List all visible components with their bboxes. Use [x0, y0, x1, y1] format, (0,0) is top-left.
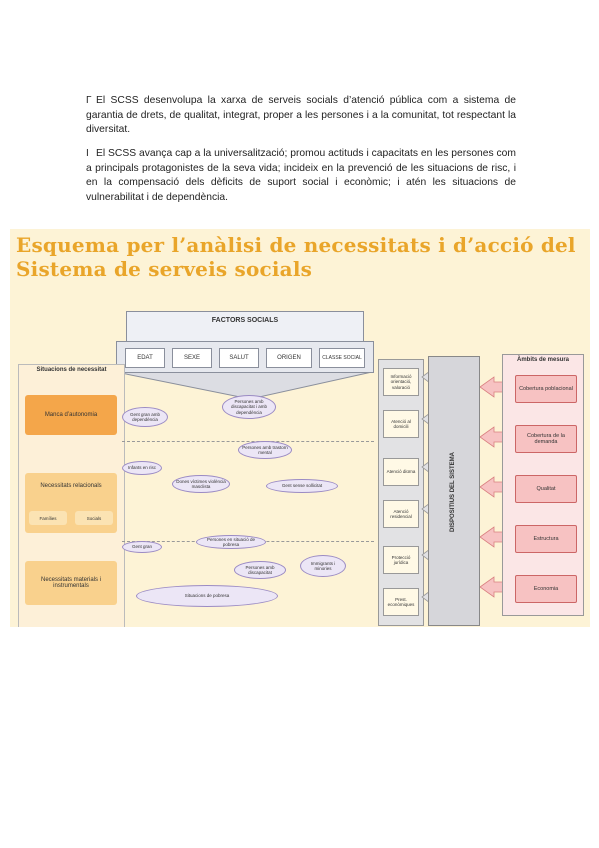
needs-column-title: Situacions de necessitat: [36, 367, 107, 373]
measure-quality: Qualitat: [515, 475, 577, 503]
bullet-marker: Ι: [86, 148, 89, 159]
needs-analysis-diagram: Esquema per l’anàlisi de necessitats i d…: [10, 229, 590, 627]
factor-origin: ORIGEN: [266, 348, 312, 368]
needs-column: Situacions de necessitat Manca d’autonom…: [18, 364, 125, 627]
pill-gender-violence: Dones víctimes violència masclista: [172, 475, 230, 493]
pill-elderly-dependency: Gent gran amb dependència: [122, 407, 168, 427]
measurement-column: Àmbits de mesura Cobertura poblacional C…: [502, 354, 584, 616]
pill-mental-disorder: Persones amb trastorn mental: [238, 441, 292, 459]
measurement-title: Àmbits de mesura: [516, 357, 570, 363]
measure-structure: Estructura: [515, 525, 577, 553]
measure-demand-coverage: Cobertura de la demanda: [515, 425, 577, 453]
figure-title-line2: Sistema de serveis socials: [16, 257, 313, 281]
need-families: Famílies: [29, 511, 67, 525]
pill-poverty-persons: Persones en situació de pobresa: [196, 535, 266, 549]
factors-title: FACTORS SOCIALS: [211, 317, 279, 324]
system-services-column: Informació orientació, valoració Atenció…: [378, 359, 424, 626]
divider-1: [122, 441, 374, 442]
service-economic-benefits: Prest. econòmiques: [383, 588, 419, 616]
service-legal-protection: Protecció jurídica: [383, 546, 419, 574]
figure-title-line1: Esquema per l’anàlisi de necessitats i d…: [16, 233, 576, 257]
service-day-care: Atenció diürna: [383, 458, 419, 486]
pill-children-risk: Infants en risc: [122, 461, 162, 475]
system-label: DISPOSITIUS DEL SISTEMA: [450, 452, 456, 532]
need-autonomy: Manca d’autonomia: [25, 395, 117, 435]
pill-disability: Persones amb discapacitat: [234, 561, 286, 579]
bullet-marker: Γ: [86, 95, 92, 106]
system-bar: [428, 356, 480, 626]
factor-sex: SEXE: [172, 348, 212, 368]
service-home-care: Atenció al domicili: [383, 410, 419, 438]
paragraph-1-text: El SCSS desenvolupa la xarxa de serveis …: [86, 95, 516, 135]
factor-social-class: CLASSE SOCIAL: [319, 348, 365, 368]
service-information: Informació orientació, valoració: [383, 368, 419, 396]
pill-poverty-situations: Situacions de pobresa: [136, 585, 278, 607]
pill-elderly: Gent gran: [122, 541, 162, 553]
factor-health: SALUT: [219, 348, 259, 368]
figure-title: Esquema per l’anàlisi de necessitats i d…: [16, 233, 576, 281]
need-social: Socials: [75, 511, 113, 525]
factor-age: EDAT: [125, 348, 165, 368]
paragraph-2-text: El SCSS avança cap a la universalització…: [86, 148, 516, 203]
service-residential: Atenció residencial: [383, 500, 419, 528]
factors-row: EDAT SEXE SALUT ORIGEN CLASSE SOCIAL: [116, 341, 374, 373]
pill-disability-dependency: Persones amb discapacitat i amb dependèn…: [222, 395, 276, 419]
need-material: Necessitats materials i instrumentals: [25, 561, 117, 605]
pill-immigrants: Immigrants i minories: [300, 555, 346, 577]
measure-population-coverage: Cobertura poblacional: [515, 375, 577, 403]
measure-economy: Economia: [515, 575, 577, 603]
pill-unassisted: Gent sense sollicitat: [266, 479, 338, 493]
